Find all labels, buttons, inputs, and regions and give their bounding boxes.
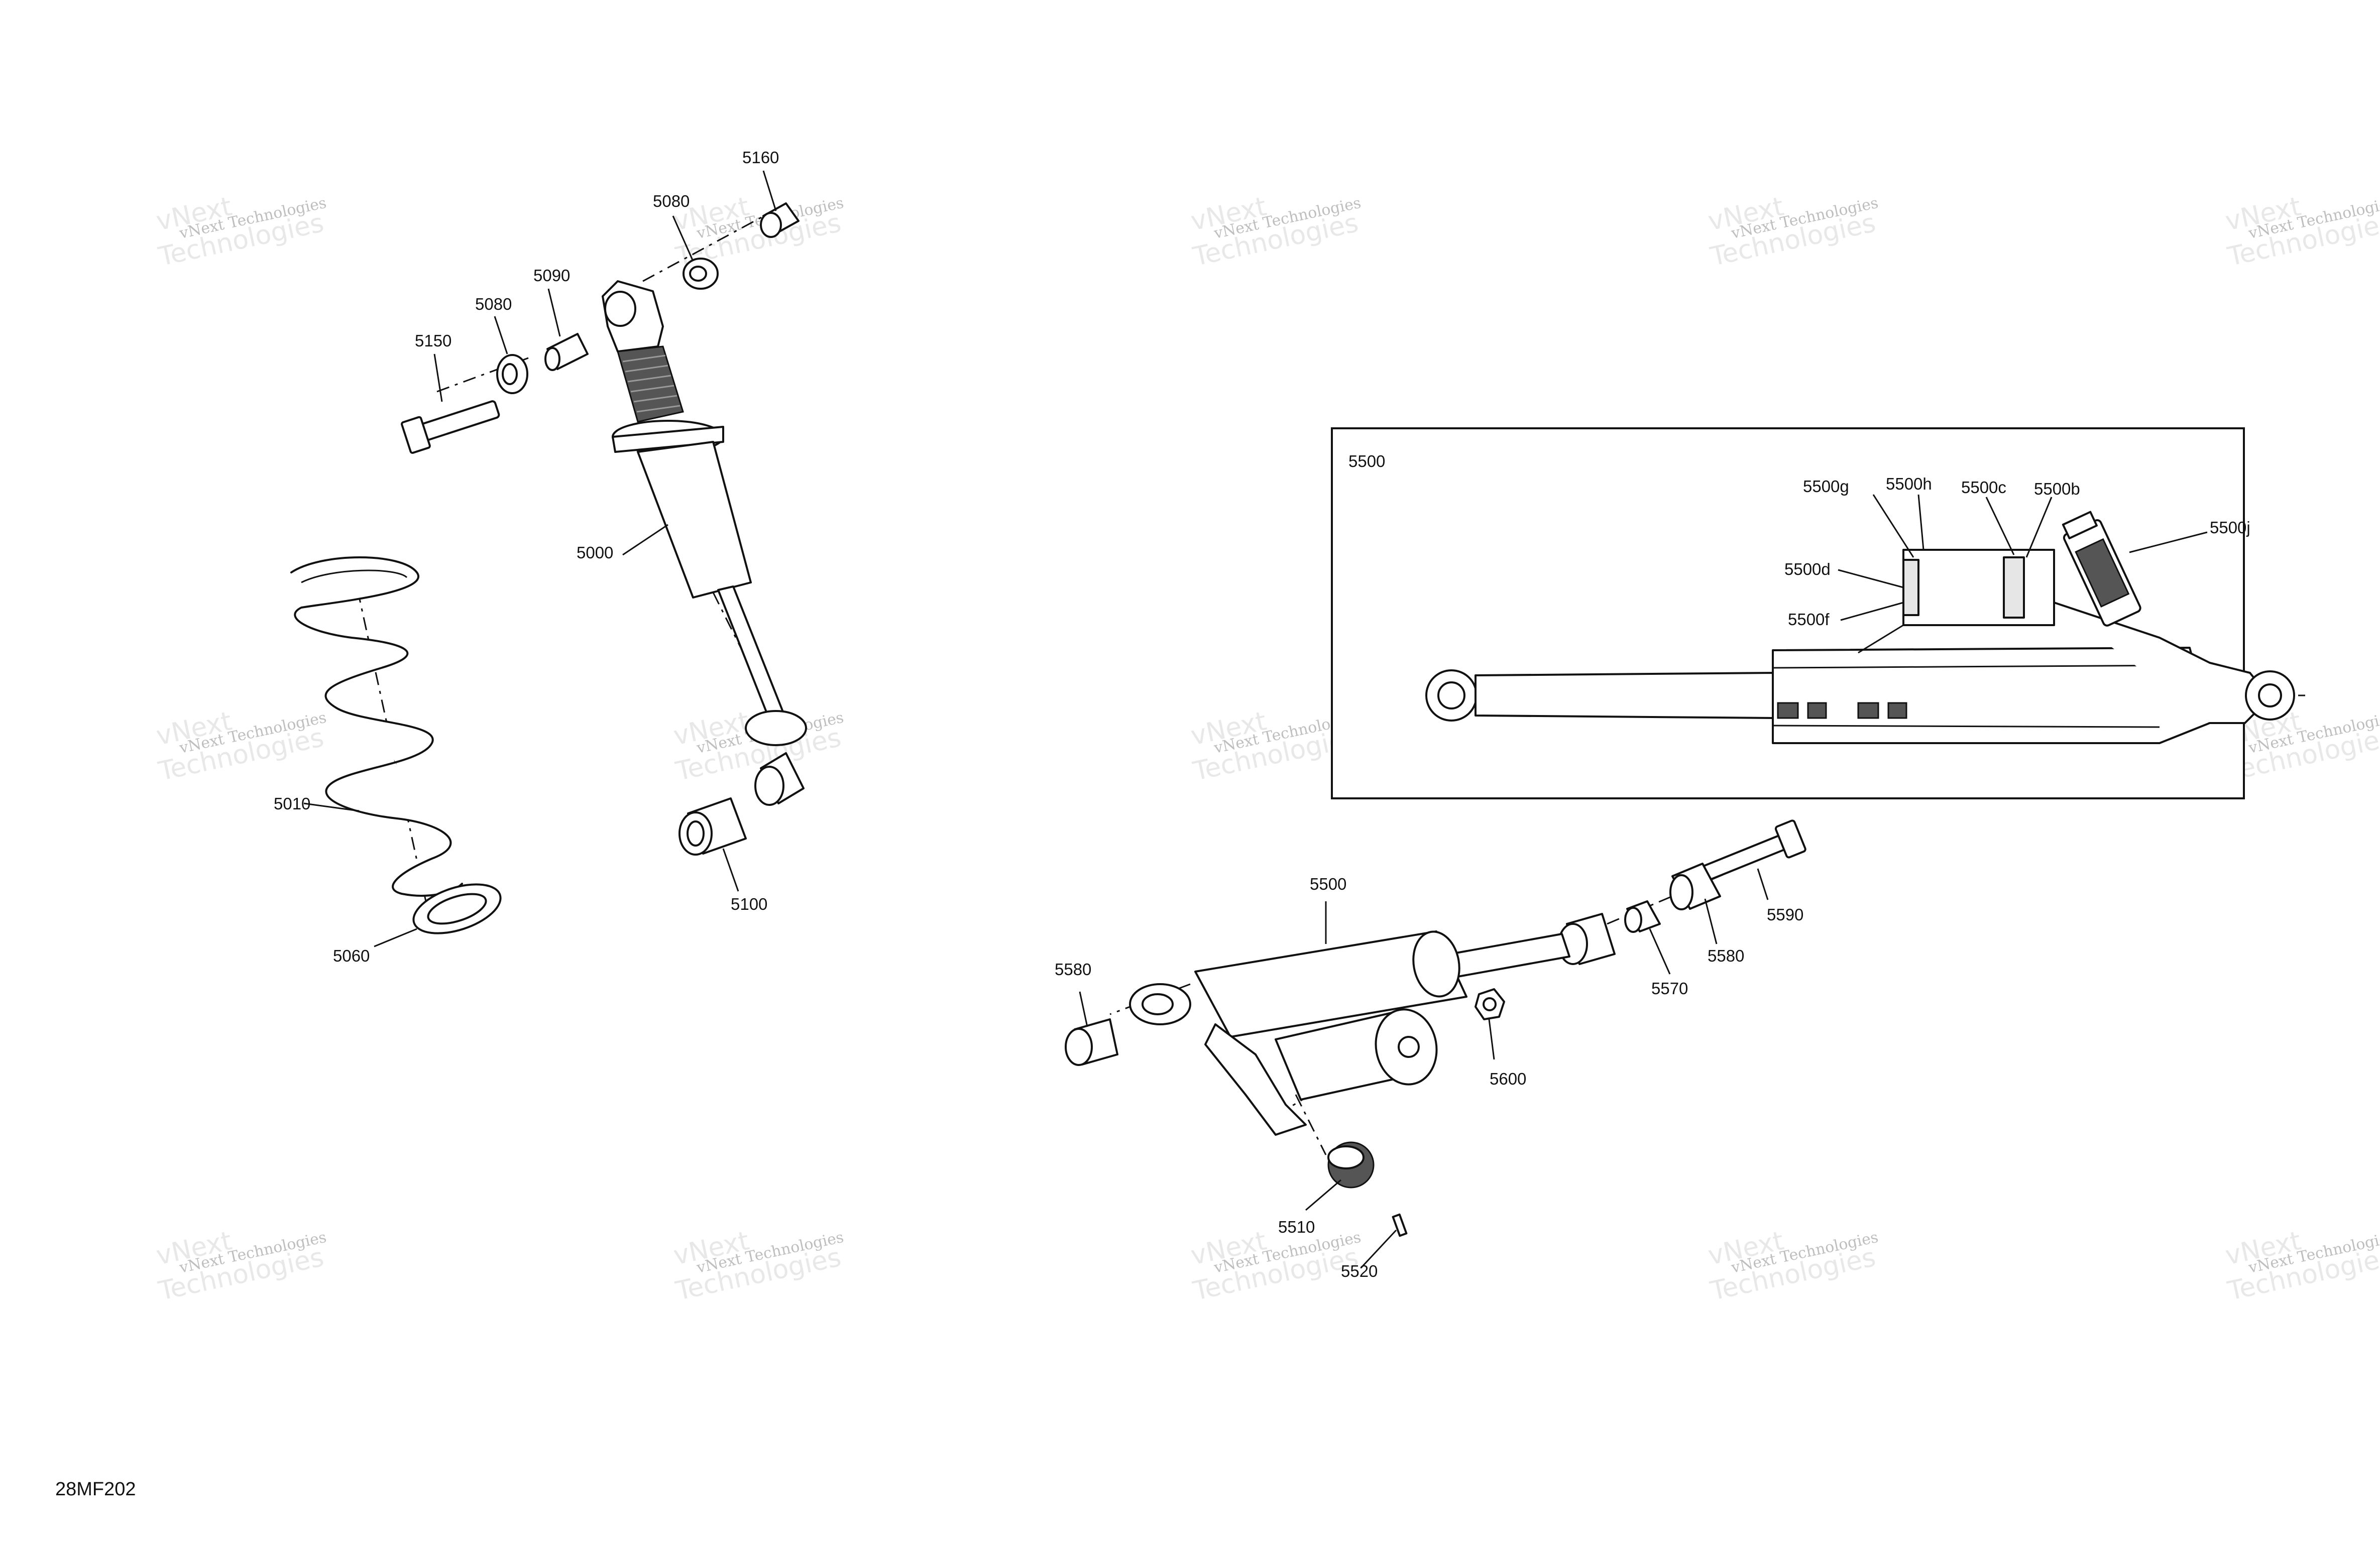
shock-assembly-left: 5160 5080 5090 5080 5150 5000 5010 5060 … xyxy=(274,148,807,965)
callout-5150: 5150 xyxy=(415,331,451,350)
callout-5500h: 5500h xyxy=(1886,474,1932,493)
callout-5000: 5000 xyxy=(577,543,613,562)
callout-5500: 5500 xyxy=(1310,875,1346,893)
nut-5600 xyxy=(1475,988,1505,1020)
spacer-5580-right xyxy=(1669,863,1721,910)
bushing-5100-upper xyxy=(754,752,805,806)
callout-5600: 5600 xyxy=(1490,1070,1526,1088)
callout-5080-right: 5080 xyxy=(653,192,690,210)
callout-5570: 5570 xyxy=(1651,979,1688,998)
watermark: vNext vNext Technologies Technologies xyxy=(154,1226,328,1307)
watermark: vNext vNext Technologies Technologies xyxy=(154,706,328,787)
thread-lines xyxy=(622,354,681,413)
watermark: vNext vNext Technologies Technologies xyxy=(2223,191,2380,272)
bolt-5150 xyxy=(401,400,500,454)
washer-5080-left xyxy=(496,354,528,394)
watermark: vNext vNext Technologies Technologies xyxy=(1188,1226,1363,1307)
watermark: vNext vNext Technologies Technologies xyxy=(671,191,845,272)
callout-5500j: 5500j xyxy=(2210,518,2250,537)
callout-5580-left: 5580 xyxy=(1055,960,1091,979)
adjuster-5500j xyxy=(2062,511,2141,627)
watermark: vNext vNext Technologies Technologies xyxy=(2223,1226,2380,1307)
spacer-5580-left xyxy=(1065,1018,1118,1066)
callout-5580-right: 5580 xyxy=(1708,946,1744,965)
callout-5520: 5520 xyxy=(1341,1262,1378,1280)
shock-5000 xyxy=(602,280,807,746)
callout-5100: 5100 xyxy=(731,895,767,913)
knob-5510 xyxy=(1327,1141,1375,1189)
callout-5010: 5010 xyxy=(274,794,310,813)
callout-5500b: 5500b xyxy=(2034,480,2080,498)
watermark: vNext vNext Technologies Technologies xyxy=(671,1226,845,1307)
watermark: vNext vNext Technologies Technologies xyxy=(1706,191,1880,272)
watermark: vNext vNext Technologies Technologies xyxy=(1188,191,1363,272)
watermark: vNext vNext Technologies Technologies xyxy=(154,191,328,272)
shock-assembly-right: 5500 5580 5590 5580 5570 5600 5510 5520 xyxy=(1055,819,1806,1280)
callout-5510: 5510 xyxy=(1278,1218,1315,1236)
callout-5090: 5090 xyxy=(533,266,570,285)
bushing-5100-lower xyxy=(678,797,747,856)
bushing-5160 xyxy=(760,202,800,238)
spacer-5090 xyxy=(544,333,589,371)
callout-5500c: 5500c xyxy=(1961,478,2006,497)
detail-box-5500: 5500 xyxy=(1331,427,2305,799)
callout-5590: 5590 xyxy=(1767,905,1803,924)
callout-5500f: 5500f xyxy=(1788,610,1830,629)
washer-5080-right xyxy=(683,258,719,290)
callout-5500d: 5500d xyxy=(1784,560,1831,578)
callout-5060: 5060 xyxy=(333,946,370,965)
drawing-code: 28MF202 xyxy=(55,1479,136,1500)
spacer-5570 xyxy=(1624,900,1661,933)
callout-5160: 5160 xyxy=(742,148,779,167)
watermark: vNext vNext Technologies Technologies xyxy=(1706,1226,1880,1307)
callout-5080-left: 5080 xyxy=(475,295,512,313)
callout-5500g: 5500g xyxy=(1803,477,1849,496)
screw-5520 xyxy=(1392,1213,1408,1237)
detail-box-label: 5500 xyxy=(1348,452,1385,470)
spring-seat-5060 xyxy=(412,883,502,934)
spring-5010 xyxy=(290,556,463,897)
